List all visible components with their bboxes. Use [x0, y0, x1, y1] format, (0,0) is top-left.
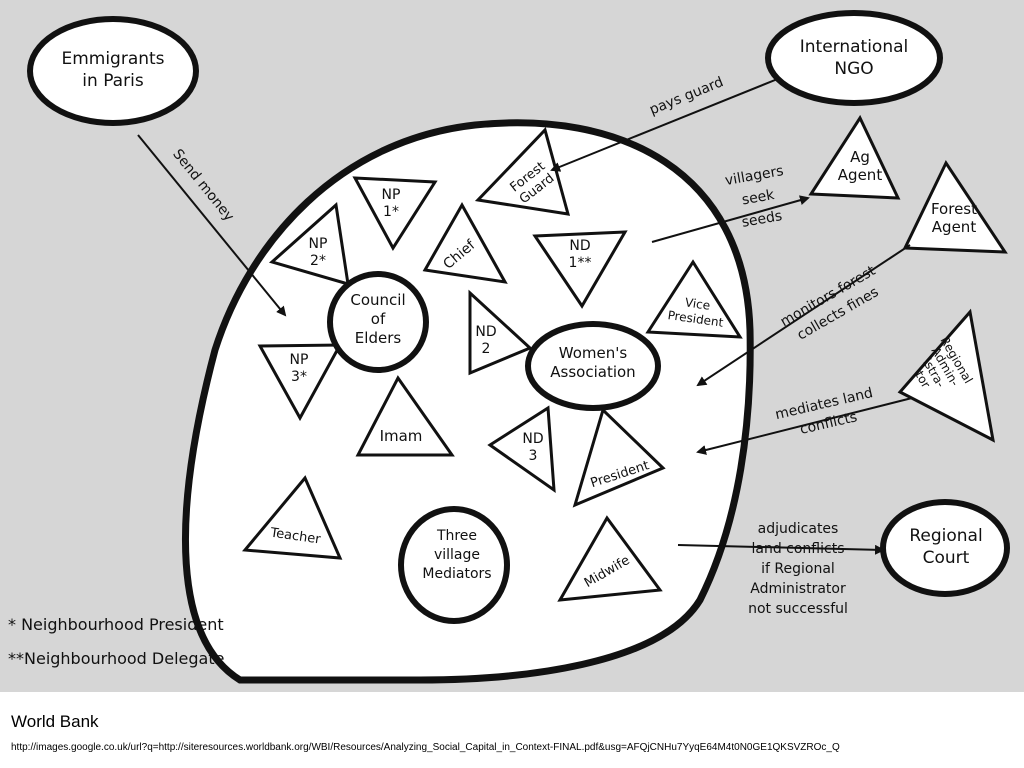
np3-node — [257, 343, 343, 422]
nd3-node — [487, 405, 556, 494]
send-money-arrow — [137, 134, 287, 317]
ngo-node — [765, 10, 943, 106]
president-node — [572, 407, 666, 508]
monitors-forest-label: monitors forestcollects fines — [778, 263, 889, 348]
np1-node — [352, 176, 438, 251]
forest-guard-node — [474, 127, 571, 216]
seeds-arrow — [651, 195, 810, 243]
regional-admin-node — [897, 308, 996, 443]
mediators-node — [398, 506, 510, 624]
nd1-node — [532, 230, 628, 309]
legend-nd-note: **Neighbourhood Delegate — [8, 649, 224, 668]
forest-agent-node — [902, 159, 1008, 254]
ag-agent-node — [808, 114, 901, 200]
seeds-label: villagersseekseeds — [724, 163, 793, 232]
imam-label: Imam — [380, 427, 423, 445]
caption-source-url[interactable]: http://images.google.co.uk/url?q=http://… — [11, 742, 840, 753]
teacher-label: Teacher — [268, 525, 322, 547]
monitors-forest-arrow — [696, 244, 911, 387]
adjudicates-arrow — [677, 544, 885, 555]
caption-title: World Bank — [11, 712, 99, 731]
mediates-land-label: mediates landconflicts — [774, 385, 879, 443]
pays-guard-label: pays guard — [647, 74, 726, 118]
legend-np-note: * Neighbourhood President — [8, 615, 224, 634]
emigrants-node — [27, 16, 199, 126]
mediates-land-arrow — [696, 397, 913, 455]
chief-node — [422, 201, 508, 284]
vice-president-node — [645, 259, 743, 339]
womens-association-node — [525, 321, 661, 411]
council-node — [327, 271, 429, 373]
imam-node — [355, 375, 455, 457]
nd2-node — [468, 289, 533, 376]
pays-guard-arrow — [550, 77, 781, 172]
midwife-node — [557, 515, 663, 602]
teacher-node — [242, 475, 343, 560]
np2-node — [268, 202, 350, 287]
